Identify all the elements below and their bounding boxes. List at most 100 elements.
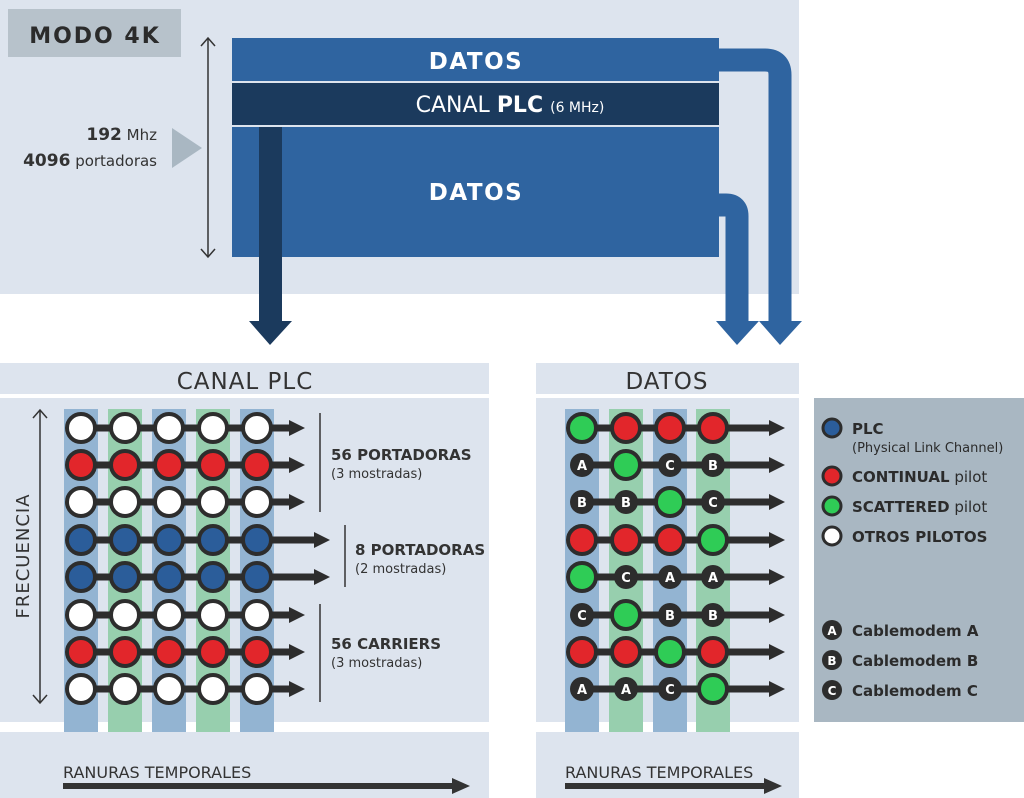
plc-marker xyxy=(109,524,141,556)
legend-label: OTROS PILOTOS xyxy=(852,528,987,546)
legend-item: PLC(Physical Link Channel) xyxy=(821,417,1003,456)
legend-label: SCATTERED pilot xyxy=(852,498,987,516)
data-marker: A xyxy=(614,677,638,701)
data-marker xyxy=(654,412,686,444)
datos-bottom-flow-arrow xyxy=(716,193,759,345)
plc-marker xyxy=(197,449,229,481)
plc-marker xyxy=(109,599,141,631)
data-marker xyxy=(610,449,642,481)
plc-marker xyxy=(241,636,273,668)
plc-marker xyxy=(65,486,97,518)
plc-time-arrow xyxy=(63,778,470,794)
cablemodem-letter: C xyxy=(577,609,587,624)
plc-marker xyxy=(153,673,185,705)
group-3-sub: (3 mostradas) xyxy=(331,656,422,671)
plc-row xyxy=(65,561,330,593)
data-marker xyxy=(566,524,598,556)
data-marker: C xyxy=(658,677,682,701)
group-1-title: 56 PORTADORAS xyxy=(331,446,472,464)
plc-marker xyxy=(241,449,273,481)
plc-marker xyxy=(241,673,273,705)
plc-marker xyxy=(109,486,141,518)
cablemodem-letter: B xyxy=(708,459,718,474)
datos-bottom-label: DATOS xyxy=(429,180,523,206)
plc-panel-title: CANAL PLC xyxy=(177,369,314,395)
frequency-label: FRECUENCIA xyxy=(13,493,34,618)
legend-modem-letter: B xyxy=(827,654,836,668)
plc-marker xyxy=(65,412,97,444)
legend-swatch xyxy=(821,417,843,439)
plc-marker xyxy=(109,636,141,668)
plc-marker xyxy=(109,412,141,444)
data-marker: C xyxy=(701,490,725,514)
legend-name: PLC xyxy=(852,420,884,438)
plc-marker xyxy=(65,636,97,668)
data-marker: A xyxy=(701,565,725,589)
legend-name: OTROS PILOTOS xyxy=(852,528,987,546)
plc-marker xyxy=(197,636,229,668)
cablemodem-letter: A xyxy=(577,683,587,698)
plc-marker xyxy=(109,673,141,705)
cablemodem-letter: A xyxy=(708,571,718,586)
legend-item: CONTINUAL pilot xyxy=(821,465,987,487)
plc-marker xyxy=(197,524,229,556)
plc-row xyxy=(65,599,305,631)
pointer-triangle xyxy=(172,128,202,168)
span-double-arrow xyxy=(200,36,216,259)
carriers-text: 4096 portadoras xyxy=(23,151,157,171)
legend-panel xyxy=(814,398,1024,722)
bandwidth-unit: Mhz xyxy=(127,126,157,144)
mode-badge xyxy=(8,9,181,57)
cablemodem-letter: A xyxy=(665,571,675,586)
legend-name: SCATTERED xyxy=(852,498,950,516)
legend-label: CONTINUAL pilot xyxy=(852,468,987,486)
data-marker: B xyxy=(614,490,638,514)
plc-marker xyxy=(65,561,97,593)
legend-item: OTROS PILOTOS xyxy=(821,525,987,547)
datos-top-flow-arrow xyxy=(719,48,802,345)
data-marker: C xyxy=(658,453,682,477)
data-marker xyxy=(654,636,686,668)
plc-row xyxy=(65,486,305,518)
data-row xyxy=(566,524,785,556)
data-marker: A xyxy=(658,565,682,589)
bandwidth-value: 192 xyxy=(86,125,122,145)
cablemodem-letter: B xyxy=(708,609,718,624)
legend-modem: B Cablemodem B xyxy=(822,650,978,670)
legend-item: SCATTERED pilot xyxy=(821,495,987,517)
legend-modem-name: Cablemodem C xyxy=(852,682,978,700)
legend-label: PLC xyxy=(852,420,884,438)
plc-marker xyxy=(197,412,229,444)
data-time-arrow xyxy=(565,778,782,794)
datos-top-label: DATOS xyxy=(429,49,523,75)
data-marker: B xyxy=(701,453,725,477)
plc-marker xyxy=(65,673,97,705)
legend-rest: pilot xyxy=(950,498,988,516)
carriers-value: 4096 xyxy=(23,151,70,171)
plc-row xyxy=(65,449,305,481)
plc-flow-arrow xyxy=(249,127,292,345)
data-marker xyxy=(697,412,729,444)
datos-block-bottom xyxy=(232,127,719,257)
group-1-sub: (3 mostradas) xyxy=(331,467,422,482)
plc-marker xyxy=(153,412,185,444)
group-2-sub: (2 mostradas) xyxy=(355,562,446,577)
data-marker xyxy=(566,561,598,593)
legend-swatch xyxy=(821,525,843,547)
carriers-unit: portadoras xyxy=(75,152,157,170)
data-marker: C xyxy=(614,565,638,589)
data-marker: A xyxy=(570,677,594,701)
plc-prefix: CANAL xyxy=(416,93,491,118)
data-marker xyxy=(566,636,598,668)
cablemodem-letter: B xyxy=(665,609,675,624)
legend-swatch xyxy=(821,465,843,487)
plc-row xyxy=(65,412,305,444)
plc-marker xyxy=(65,449,97,481)
legend-modem-name: Cablemodem B xyxy=(852,652,978,670)
plc-marker xyxy=(65,524,97,556)
